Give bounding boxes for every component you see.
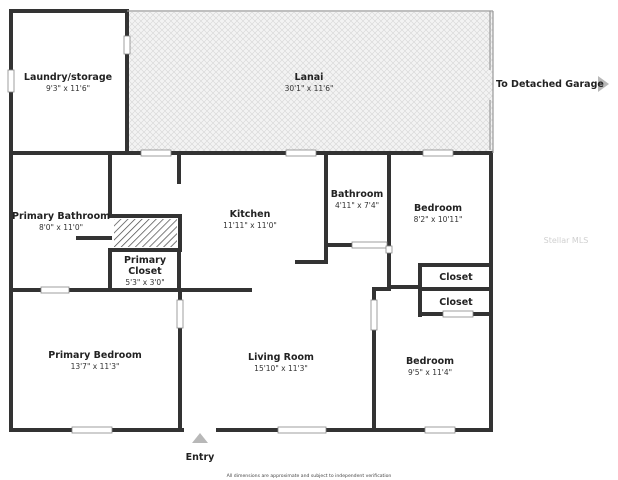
primary-bath-name: Primary Bathroom [12,211,110,222]
primary-bedroom-dim: 13'7" x 11'3" [71,362,120,371]
disclaimer-text: All dimensions are approximate and subje… [227,473,392,479]
lanai-floor [127,12,493,152]
lanai-screen [127,10,494,153]
bedroom-upper-name: Bedroom [414,203,462,214]
closet-a-name: Closet [439,272,473,283]
bathroom-name: Bathroom [331,189,384,200]
watermark-text: Stellar MLS [544,236,589,245]
lanai-name: Lanai [295,72,324,83]
living-room-dim: 15'10" x 11'3" [254,364,308,373]
garage-arrow-icon [598,76,609,92]
closet-b-name: Closet [439,297,473,308]
kitchen-dim: 11'11" x 11'0" [223,221,277,230]
bedroom-lower-dim: 9'5" x 11'4" [408,368,452,377]
bathroom-dim: 4'11" x 7'4" [335,201,379,210]
primary-bedroom-name: Primary Bedroom [48,350,142,361]
hatched-fixture [114,219,177,247]
kitchen-name: Kitchen [230,209,271,220]
bedroom-lower-name: Bedroom [406,356,454,367]
walls [9,9,493,432]
primary-closet-dim: 5'3" x 3'0" [125,278,164,287]
primary-bath-dim: 8'0" x 11'0" [39,223,83,232]
laundry-name: Laundry/storage [24,72,112,83]
entry-label: Entry [186,452,215,463]
primary-closet-name-2: Closet [128,266,162,277]
lanai-dim: 30'1" x 11'6" [285,84,334,93]
primary-closet-name-1: Primary [124,255,167,266]
garage-label: To Detached Garage [496,79,604,90]
bedroom-upper-dim: 8'2" x 10'11" [414,215,463,224]
windows [7,35,474,434]
living-room-name: Living Room [248,352,314,363]
entry-arrow-icon [192,433,208,443]
laundry-dim: 9'3" x 11'6" [46,84,90,93]
